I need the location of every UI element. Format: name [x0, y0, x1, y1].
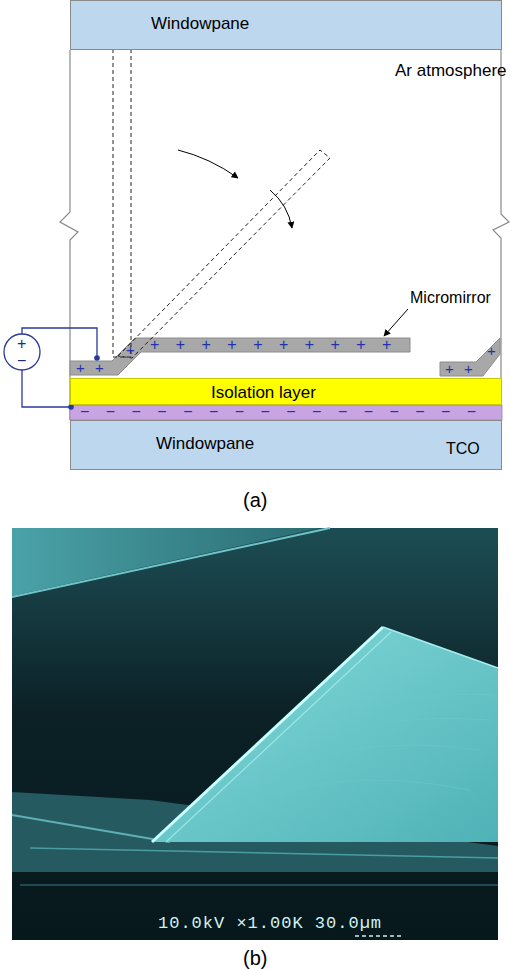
- wire-junction: [68, 404, 74, 410]
- sem-edge: [30, 848, 498, 858]
- voltage-source: [4, 334, 40, 370]
- sem-micromirror: [152, 627, 498, 842]
- region-label: Ar atmosphere: [395, 62, 507, 79]
- sem-background: [12, 528, 498, 940]
- cell-wall: [493, 50, 509, 420]
- mirror-mid-position: [118, 150, 330, 358]
- tco-layer: [70, 405, 502, 420]
- sem-edge: [12, 528, 330, 597]
- sem-mirror-edge: [383, 627, 498, 668]
- part-label: TCO: [446, 441, 480, 457]
- band-label: Isolation layer: [211, 384, 316, 401]
- windowpane-band: Windowpane: [70, 420, 502, 470]
- charge-sign: +: [126, 342, 135, 357]
- charge-sign: +: [487, 343, 496, 358]
- polarity-sign: +: [17, 336, 26, 352]
- sem-edge: [12, 815, 170, 842]
- windowpane-band: Windowpane: [70, 0, 502, 50]
- sem-edge: [20, 884, 498, 886]
- panel-label: (b): [243, 948, 267, 968]
- motion-arrow: [178, 150, 238, 178]
- leader-line: [384, 309, 408, 336]
- charge-sign: + +: [445, 361, 476, 376]
- sem-upper-plane: [12, 528, 320, 596]
- band-label: Windowpane: [156, 435, 254, 452]
- charge-sign: − − − − − − − − − − − − − − − −: [80, 404, 482, 420]
- sem-mirror-edge: [166, 632, 391, 842]
- charge-sign: + + + + + + + + + +: [150, 337, 397, 353]
- sem-info: 10.0kV ×1.00K 30.0µm: [158, 915, 382, 932]
- sem-texture: [210, 694, 495, 820]
- motion-arrow: [270, 190, 292, 228]
- panel-label: (a): [243, 490, 267, 510]
- mirror-open-position: [113, 46, 131, 357]
- wire: [22, 328, 97, 357]
- sem-mirror-edge: [152, 627, 383, 842]
- charge-sign: + +: [76, 360, 107, 375]
- isolation-band: Isolation layer: [70, 378, 502, 405]
- scale-bar: [355, 935, 401, 937]
- micromirror: [440, 338, 500, 376]
- band-label: Windowpane: [151, 15, 249, 32]
- wire: [22, 370, 70, 407]
- part-label: Micromirror: [410, 290, 491, 306]
- polarity-sign: −: [17, 353, 26, 369]
